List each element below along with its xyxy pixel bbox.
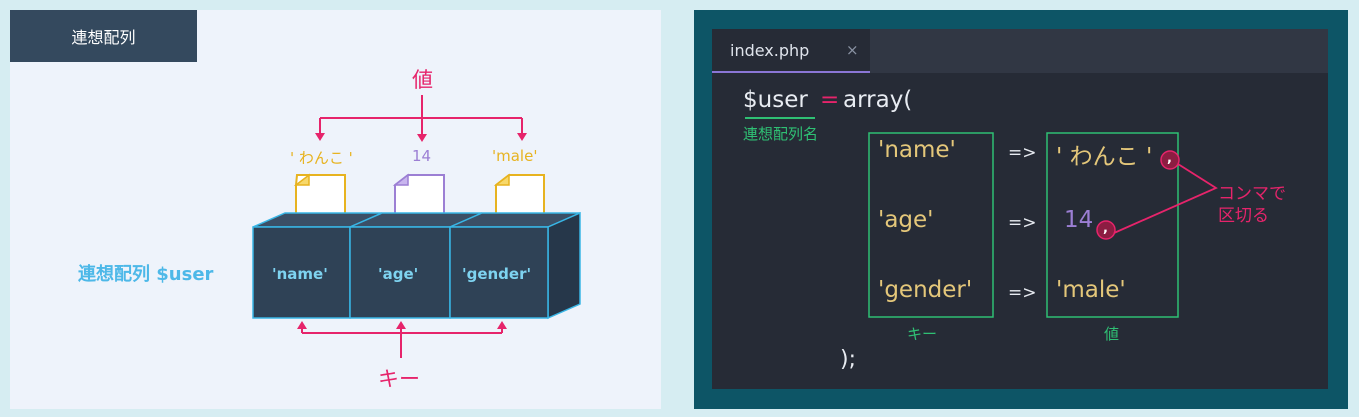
comma-marker-1 xyxy=(1160,150,1180,170)
value-text-2: 14 xyxy=(412,147,432,165)
var-name: $user xyxy=(743,87,808,113)
comma-glyph-1: , xyxy=(1167,151,1172,166)
code-value-3: 'male' xyxy=(1056,277,1126,303)
code-value-1: ' わんこ ' xyxy=(1056,144,1153,170)
diagram-panel: 連想配列 xyxy=(10,10,661,409)
key-label: キー xyxy=(378,367,420,391)
assign-operator: = xyxy=(820,87,840,113)
close-icon[interactable]: × xyxy=(846,41,859,59)
comma-note-line2: 区切る xyxy=(1218,206,1269,226)
value-arrows xyxy=(319,95,523,135)
array-name-label: 連想配列 $user xyxy=(78,264,214,285)
key-text-3: 'gender' xyxy=(462,265,532,283)
value-text-3: 'male' xyxy=(492,147,538,165)
editor-tab-bar: index.php × xyxy=(712,29,1328,73)
code-key-1: 'name' xyxy=(878,137,956,163)
value-label: 値 xyxy=(412,68,433,92)
closing-paren: ); xyxy=(840,347,856,372)
key-text-2: 'age' xyxy=(378,265,419,283)
code-key-2: 'age' xyxy=(878,207,934,233)
diagram-graphic xyxy=(252,95,581,358)
code-editor: index.php × $user = array( 連想配列名 'name' … xyxy=(712,29,1328,389)
key-arrows xyxy=(301,328,503,358)
comma-marker-2 xyxy=(1096,220,1116,240)
tab-label: index.php xyxy=(730,41,810,60)
code-annotations xyxy=(745,117,1218,318)
comma-note-line1: コンマで xyxy=(1218,184,1286,204)
array-cubes xyxy=(252,211,581,320)
comma-glyph-2: , xyxy=(1103,221,1108,236)
code-value-2: 14 xyxy=(1064,207,1094,233)
code-arrow-3: => xyxy=(1008,283,1037,303)
code-arrow-1: => xyxy=(1008,143,1037,163)
code-key-3: 'gender' xyxy=(878,277,973,303)
value-caption: 値 xyxy=(1104,325,1120,343)
array-function: array( xyxy=(843,87,913,113)
key-text-1: 'name' xyxy=(272,265,328,283)
value-text-1: ' わんこ ' xyxy=(290,149,353,167)
code-arrow-2: => xyxy=(1008,213,1037,233)
tab-index-php[interactable]: index.php × xyxy=(712,29,870,73)
var-caption: 連想配列名 xyxy=(743,125,819,143)
code-panel: index.php × $user = array( 連想配列名 'name' … xyxy=(694,10,1348,409)
key-caption: キー xyxy=(907,325,938,343)
diagram-title: 連想配列 xyxy=(10,10,197,62)
